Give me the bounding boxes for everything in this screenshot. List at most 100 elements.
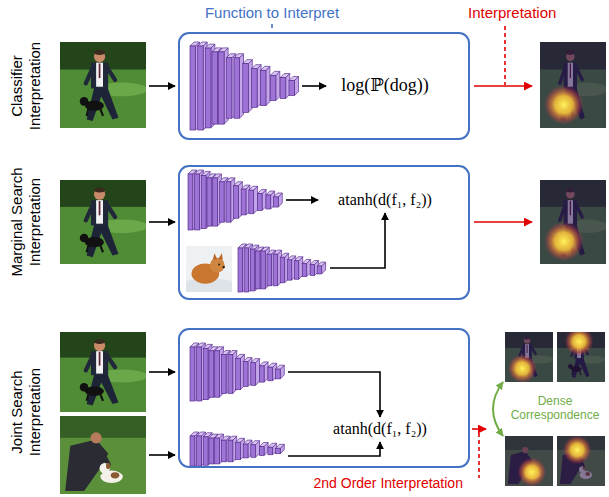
layer-front [209, 438, 214, 464]
layer-front [243, 444, 248, 458]
photo [60, 332, 146, 412]
layer-top [317, 262, 325, 266]
dog-head [80, 383, 89, 392]
photo [557, 332, 605, 382]
arrow [149, 221, 175, 223]
grass [60, 416, 146, 494]
leader-line [271, 24, 273, 31]
heat-shade [505, 436, 553, 486]
dog-legs [87, 109, 103, 116]
layer-front [317, 266, 321, 274]
layer-top [243, 358, 252, 362]
heat-shade [505, 332, 553, 382]
layer-top [228, 436, 237, 440]
layer-front [241, 189, 246, 215]
layer-top [261, 247, 269, 251]
layer-front [221, 355, 226, 394]
layer-front [215, 351, 220, 397]
layer-front [219, 182, 224, 222]
layer-top [270, 71, 280, 75]
layer-front [276, 369, 281, 379]
layer-top [203, 344, 212, 348]
layer-top [236, 354, 245, 358]
layer-front [302, 263, 306, 276]
arrow [149, 371, 175, 373]
row-label: Joint Search Interpretation [7, 350, 43, 475]
layer-front [287, 260, 291, 280]
layer-side [276, 71, 280, 100]
layer-front [238, 248, 242, 292]
layer-front [256, 251, 260, 289]
layer-front [190, 436, 195, 466]
layer-front [267, 254, 271, 286]
layer-top [205, 44, 215, 48]
photo [60, 416, 146, 494]
layer-top [215, 434, 224, 438]
layer-front [197, 436, 202, 466]
layer-front [236, 442, 241, 459]
interpretation-arrow [474, 221, 532, 223]
layer-side [256, 359, 260, 386]
dog-ear [218, 253, 223, 259]
layer-front [310, 265, 314, 276]
shirt [96, 200, 103, 224]
layer-front [280, 78, 286, 99]
arrow [302, 85, 326, 87]
layer-top [287, 256, 295, 260]
function-box: atanh(d(f₁, f₂)) [178, 165, 470, 300]
layer-front [203, 348, 208, 399]
layer-front [244, 248, 248, 292]
grass [540, 42, 606, 128]
dog-head [80, 234, 89, 243]
hair [94, 339, 104, 344]
arm [86, 68, 93, 83]
formula: atanh(d(f₁, f₂)) [338, 190, 432, 209]
photo [557, 436, 605, 486]
row-label: Marginal Search Interpretation [7, 160, 43, 285]
arm [86, 356, 93, 370]
dog-head [100, 463, 110, 473]
layer-top [228, 351, 237, 355]
layer-top [241, 185, 250, 189]
arrow [330, 213, 385, 268]
photo [186, 246, 232, 292]
layer-front [294, 261, 298, 279]
heat-spot [544, 85, 584, 125]
photo [505, 332, 553, 382]
arm [107, 68, 115, 80]
layer-front [198, 46, 204, 130]
layer-top [234, 182, 243, 186]
layer-top [226, 178, 235, 182]
hair [94, 188, 104, 193]
interpretation-arrow [474, 85, 532, 87]
layer-side [266, 66, 270, 105]
layer-top [215, 347, 224, 351]
layer-front [219, 52, 225, 124]
layer-front [215, 438, 220, 464]
layer-front [259, 447, 264, 456]
callout-label: 2nd Order Interpretation [314, 475, 463, 492]
arrow [288, 372, 380, 417]
heat-shade [540, 42, 606, 128]
layer-top [250, 245, 258, 249]
dog-head [210, 258, 225, 273]
arm [86, 205, 93, 220]
layer-front [212, 52, 218, 124]
layer-top [274, 193, 283, 197]
photo [540, 180, 606, 264]
layer-top [234, 54, 244, 58]
layer-front [289, 80, 295, 95]
layer-front [261, 251, 265, 289]
network [190, 343, 284, 401]
dog-ear [106, 463, 110, 469]
tie [99, 64, 101, 79]
grass [505, 332, 553, 382]
layer-front [243, 362, 248, 387]
layer-top [273, 250, 281, 254]
layer-top [276, 365, 285, 369]
layer-front [250, 249, 254, 291]
layer-top [197, 343, 206, 347]
dog-nose [223, 266, 225, 268]
head [94, 340, 105, 351]
